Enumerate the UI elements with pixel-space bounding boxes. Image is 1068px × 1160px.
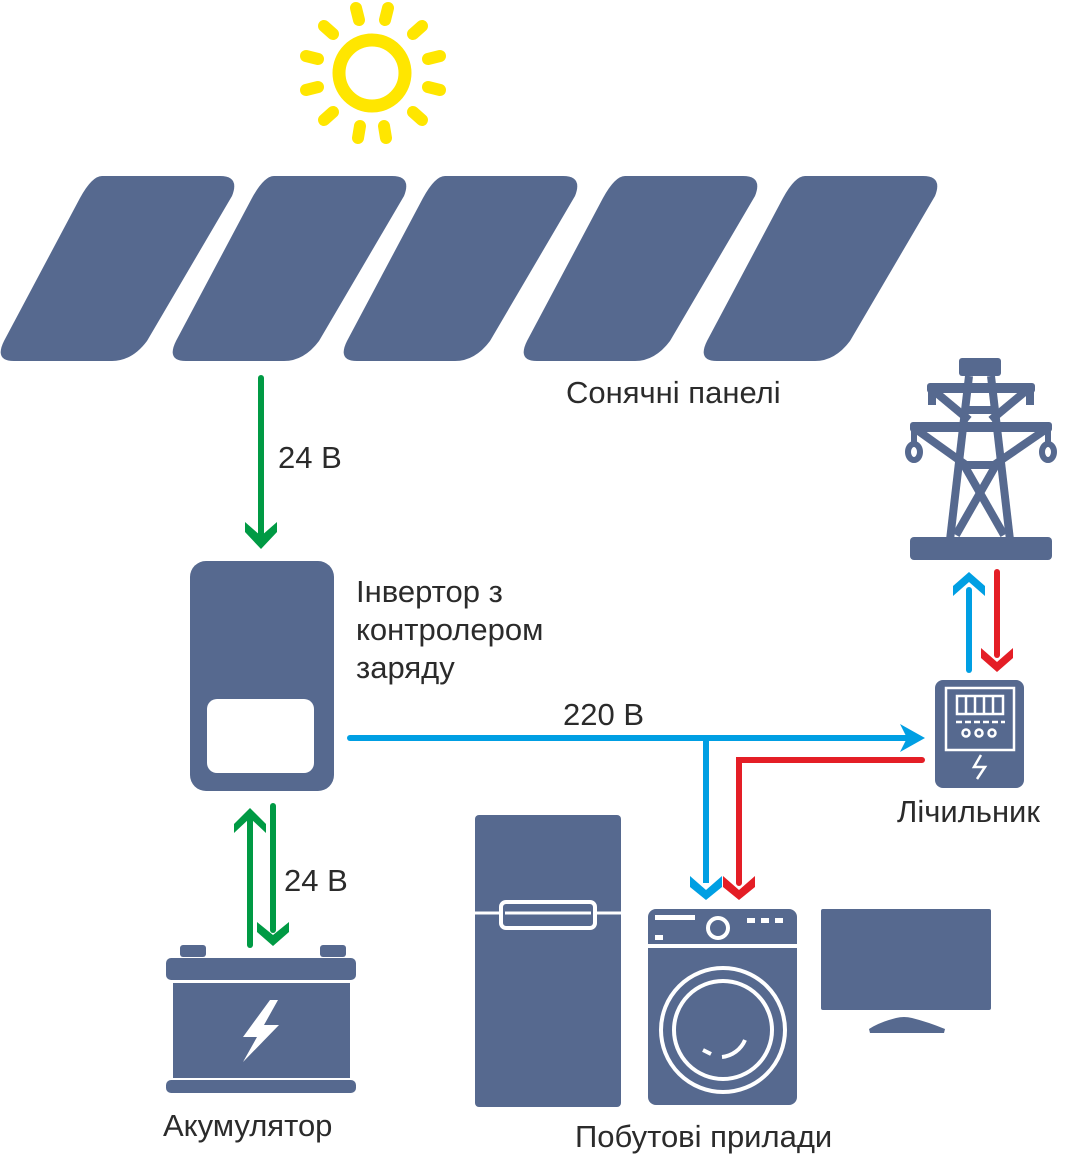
grid-line-meter-to-appliances [723, 757, 925, 900]
ac-line-inverter-to-meter [347, 724, 925, 900]
battery-icon [166, 945, 356, 1093]
solar-panels-label: Сонячні панелі [566, 375, 781, 410]
panel-voltage-label: 24 В [278, 440, 342, 475]
refrigerator-icon [475, 815, 621, 1107]
lightning-icon [971, 754, 988, 780]
meter-label: Лічильник [897, 794, 1040, 829]
solar-panels [0, 176, 938, 361]
battery-voltage-label: 24 В [284, 863, 348, 898]
dc-arrows-inverter-battery [234, 803, 289, 948]
ac-voltage-label: 220 В [563, 697, 645, 732]
lightning-icon [243, 1000, 279, 1062]
sun-icon [300, 2, 446, 144]
inverter-label: Інвертор з контролером заряду [356, 574, 544, 685]
appliances-label: Побутові прилади [575, 1119, 833, 1154]
electric-meter-icon [935, 680, 1024, 788]
washing-machine-icon [648, 909, 797, 1105]
tv-icon [821, 909, 991, 1033]
power-tower-icon [905, 358, 1057, 560]
grid-arrows-meter-tower [953, 569, 1013, 673]
inverter-icon [190, 561, 334, 791]
dc-arrow-panels-to-inverter [245, 375, 277, 549]
battery-label: Акумулятор [163, 1108, 333, 1143]
